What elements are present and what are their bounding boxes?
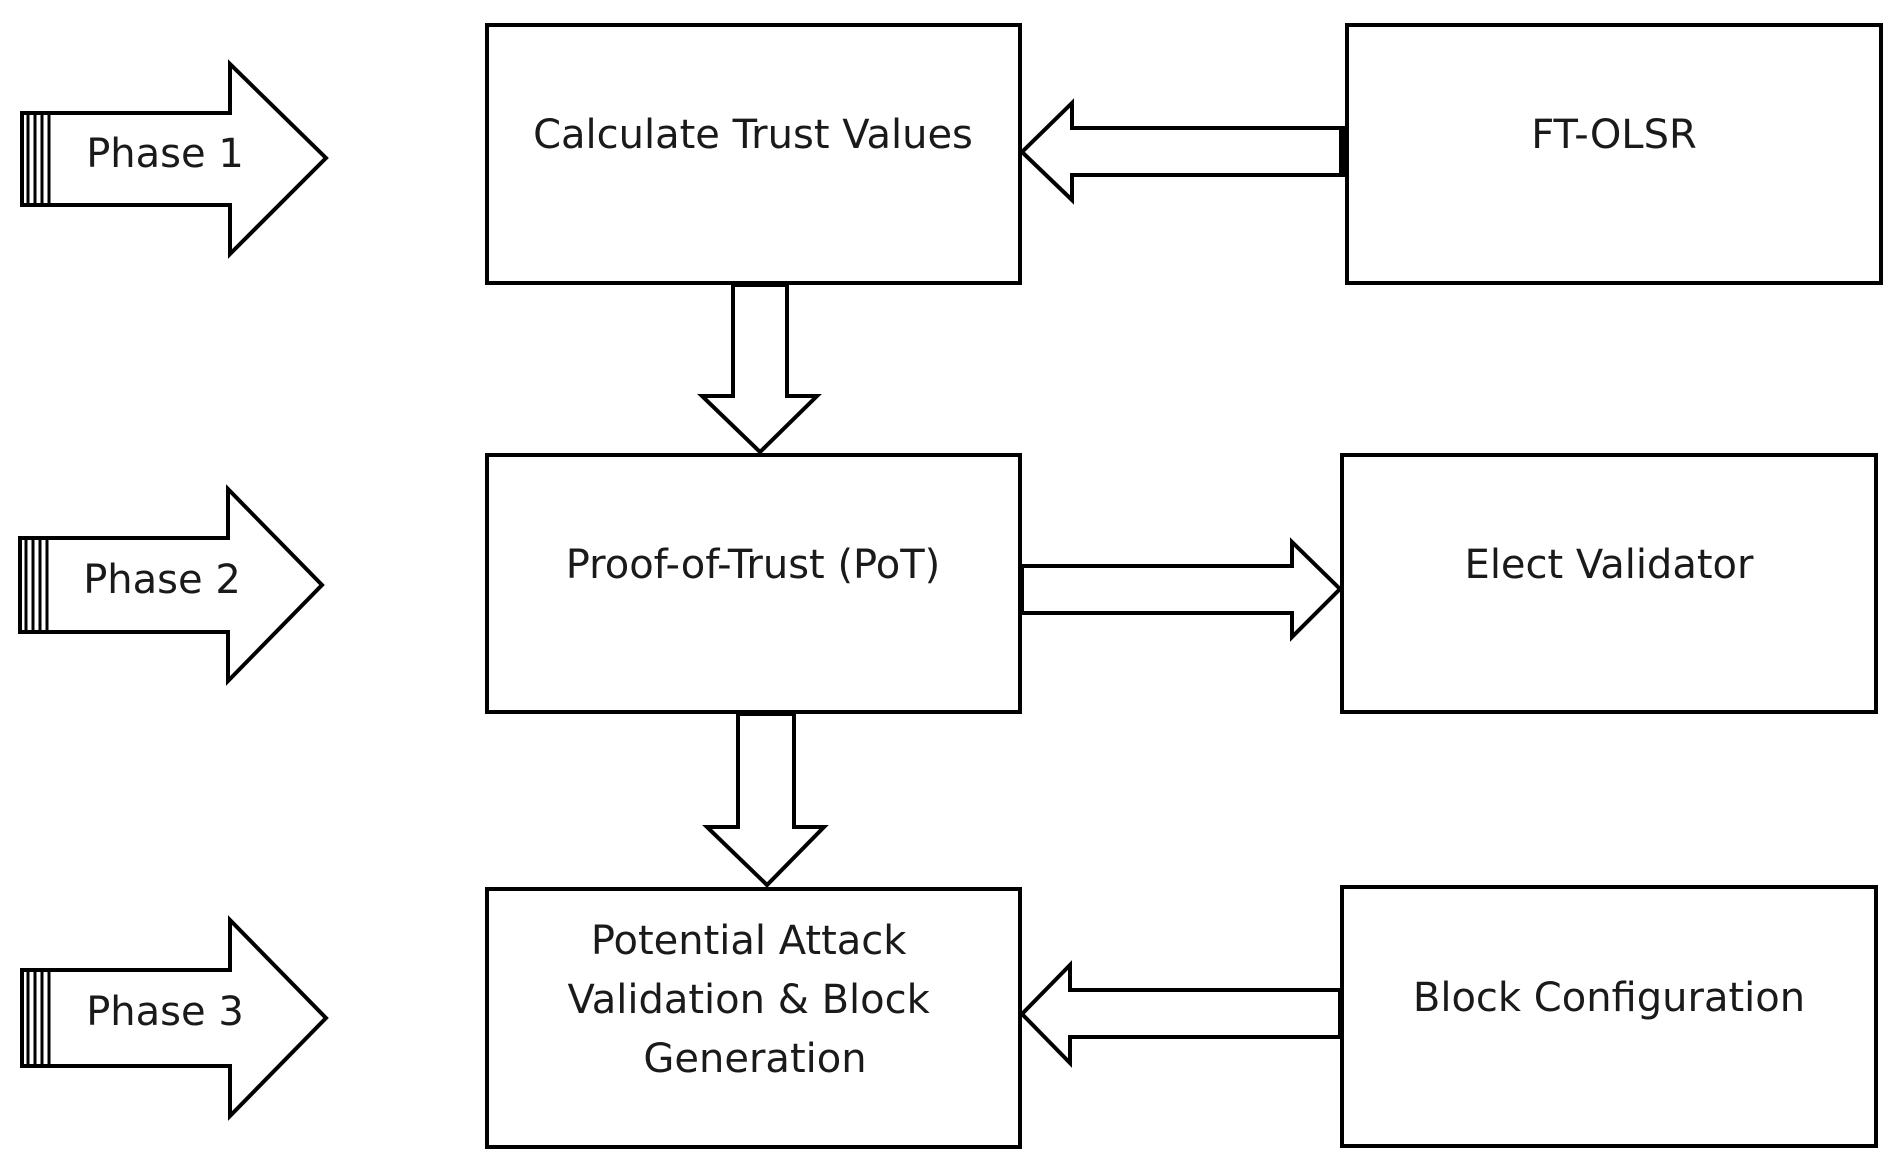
arrow-block-config-to-potential-attack bbox=[1019, 960, 1342, 1068]
box-calculate-trust-values: Calculate Trust Values bbox=[485, 23, 1022, 285]
box-proof-of-trust-text: Proof-of-Trust (PoT) bbox=[566, 542, 941, 588]
box-calculate-trust-values-text: Calculate Trust Values bbox=[533, 112, 973, 158]
phase-2-arrow: Phase 2 bbox=[18, 484, 325, 686]
phase-2-label: Phase 2 bbox=[83, 557, 241, 603]
box-block-configuration: Block Configuration bbox=[1340, 885, 1878, 1148]
arrow-pot-to-elect-validator bbox=[1020, 537, 1343, 642]
phase-1-label: Phase 1 bbox=[86, 131, 244, 177]
box-potential-attack: Potential Attack Validation & Block Gene… bbox=[485, 887, 1022, 1149]
arrow-ft-olsr-to-calculate-trust bbox=[1019, 98, 1347, 205]
box-block-configuration-text: Block Configuration bbox=[1413, 975, 1805, 1021]
phase-1-arrow: Phase 1 bbox=[20, 59, 329, 259]
arrow-calculate-trust-to-pot bbox=[697, 283, 822, 455]
box-elect-validator: Elect Validator bbox=[1340, 453, 1878, 714]
arrow-pot-to-potential-attack bbox=[702, 712, 829, 888]
box-elect-validator-text: Elect Validator bbox=[1465, 542, 1754, 588]
box-ft-olsr-text: FT-OLSR bbox=[1531, 112, 1697, 158]
box-proof-of-trust: Proof-of-Trust (PoT) bbox=[485, 453, 1022, 714]
box-ft-olsr: FT-OLSR bbox=[1345, 23, 1883, 285]
box-potential-attack-text: Potential Attack Validation & Block Gene… bbox=[567, 918, 942, 1082]
phase-3-arrow: Phase 3 bbox=[20, 915, 329, 1121]
phase-3-label: Phase 3 bbox=[86, 989, 244, 1035]
